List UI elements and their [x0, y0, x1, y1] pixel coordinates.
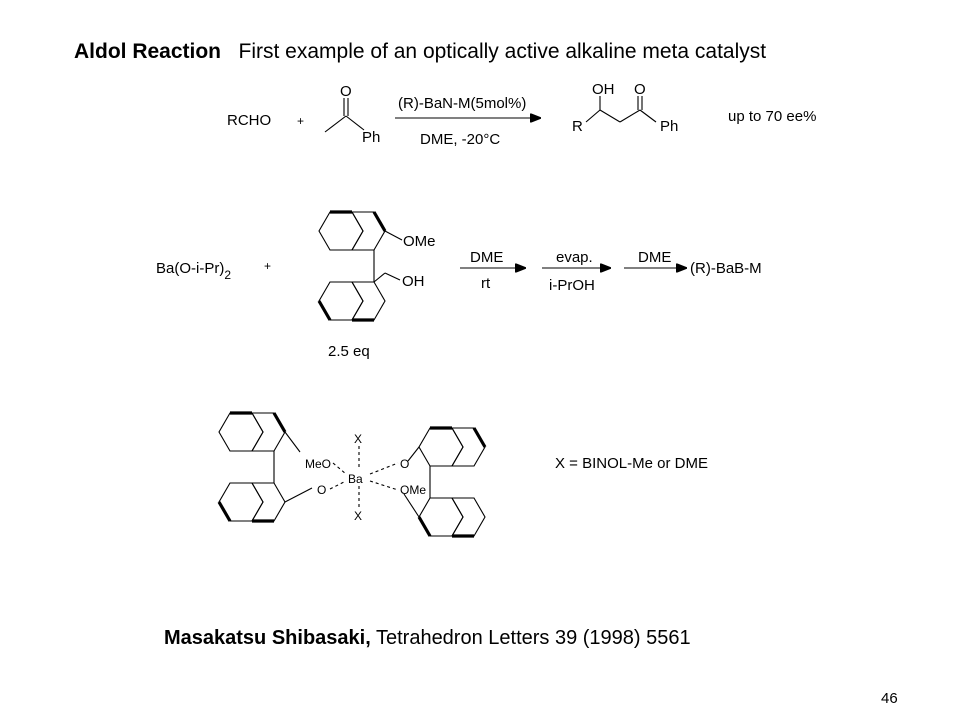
barium-label: Ba: [348, 472, 363, 486]
title-text: First example of an optically active alk…: [238, 40, 767, 63]
citation: Masakatsu Shibasaki, Tetrahedron Letters…: [164, 627, 691, 650]
catalyst-product: (R)-BaB-M: [690, 260, 762, 277]
methoxy-label: OMe: [403, 233, 436, 250]
reactant-rcho: RCHO: [227, 112, 271, 129]
equivalents-label: 2.5 eq: [328, 343, 370, 360]
reagent-above: (R)-BaN-M(5mol%): [398, 95, 526, 112]
scheme-catalyst-prep: Ba(O-i-Pr)2 + OMe OH 2.5 eq DME rt eva: [156, 210, 762, 360]
citation-author: Masakatsu Shibasaki,: [164, 627, 371, 649]
step1-above: DME: [470, 249, 503, 266]
title-bold: Aldol Reaction: [74, 40, 222, 63]
reactant-ba-alkoxide: Ba(O-i-Pr)2: [156, 260, 231, 282]
ligand-x-bottom: X: [354, 509, 362, 523]
step3-above: DME: [638, 249, 671, 266]
ligand-x-top: X: [354, 432, 362, 446]
oxygen-left: O: [317, 483, 326, 497]
reagent-below: DME, -20°C: [420, 131, 500, 148]
ketone-oxygen: O: [340, 83, 352, 100]
product-r: R: [572, 118, 583, 135]
aldol-product-structure: OH O R Ph: [572, 81, 678, 135]
plus-sign: +: [297, 114, 304, 128]
ketone-phenyl: Ph: [362, 129, 380, 146]
left-binol-structure: [217, 411, 313, 523]
ee-note: up to 70 ee%: [728, 108, 817, 125]
ligand-legend: X = BINOL-Me or DME: [555, 455, 708, 472]
hydroxy-label: OH: [402, 273, 425, 290]
ketone-structure: O Ph: [324, 83, 380, 146]
citation-reference: Tetrahedron Letters 39 (1998) 5561: [370, 627, 691, 649]
step2-below: i-PrOH: [549, 277, 595, 294]
product-oxygen: O: [634, 81, 646, 98]
scheme-aldol: RCHO + O Ph (R)-BaN-M(5mol%) DME, -20°C …: [227, 81, 678, 148]
product-hydroxyl: OH: [592, 81, 615, 98]
scheme-ba-complex: MeO O Ba X X O OMe X = BINOL-Me or DME: [217, 411, 708, 538]
product-phenyl: Ph: [660, 118, 678, 135]
page-number: 46: [881, 690, 898, 707]
binol-me-structure: OMe OH 2.5 eq: [317, 210, 436, 360]
step2-above: evap.: [556, 249, 593, 266]
step1-below: rt: [481, 275, 491, 292]
right-binol-structure: [403, 426, 487, 538]
oxygen-right: O: [400, 457, 409, 471]
plus-sign-2: +: [264, 259, 271, 273]
methoxy-right: OMe: [400, 483, 426, 497]
methoxy-left: MeO: [305, 457, 331, 471]
slide-title: Aldol Reaction First example of an optic…: [74, 40, 766, 64]
